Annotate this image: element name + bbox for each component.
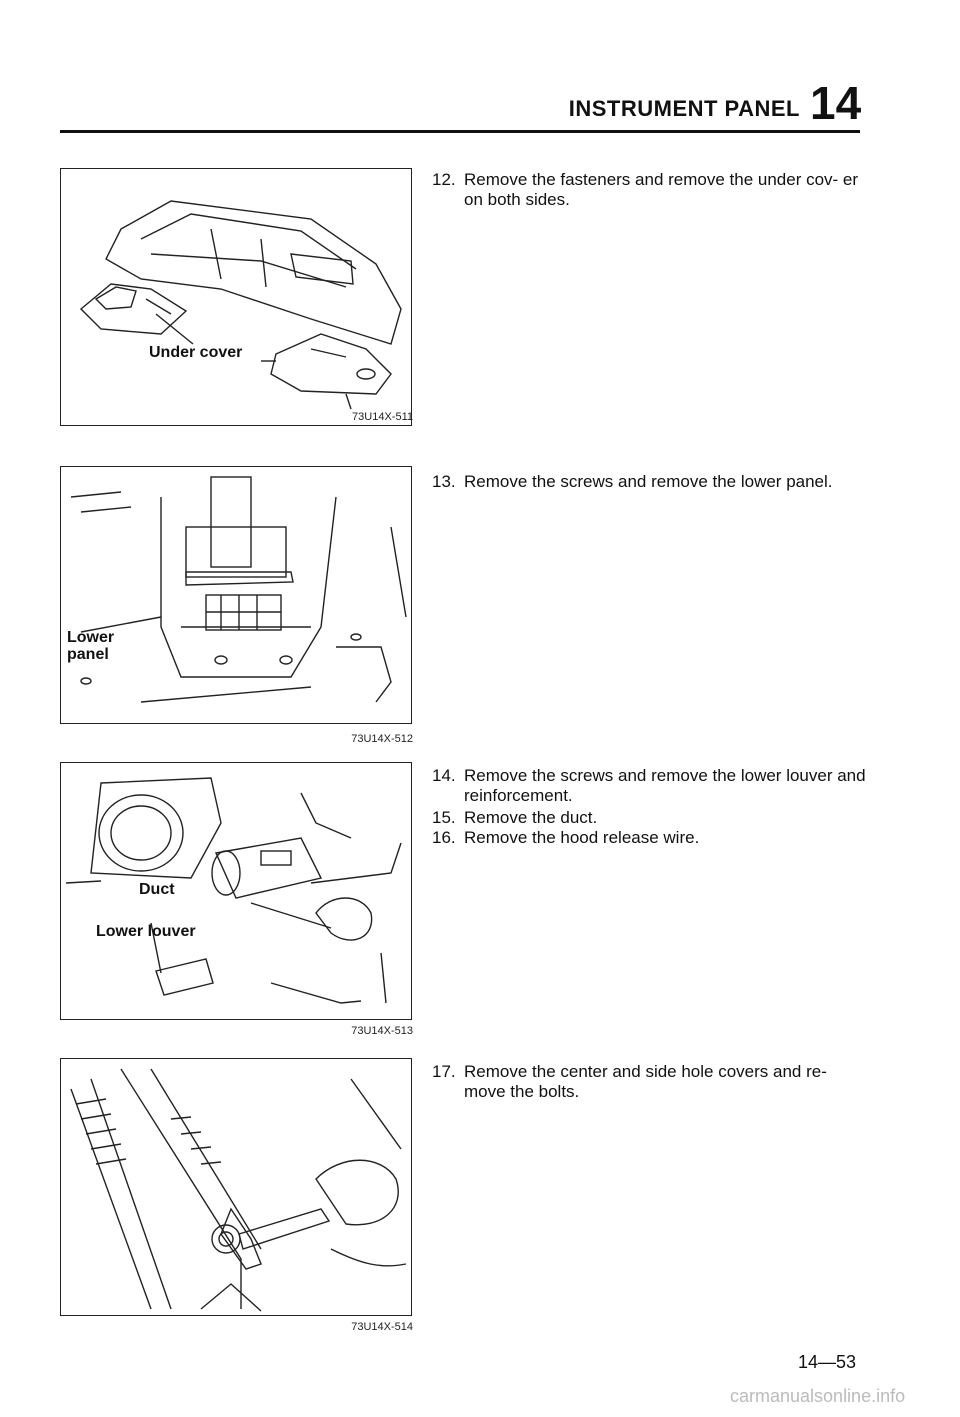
bolt-wrench-illustration [70, 1068, 407, 1312]
lower-panel-illustration [70, 476, 407, 703]
figure-bolts: 73U14X-514 [60, 1058, 413, 1333]
step-number: 12. [432, 170, 456, 189]
step-text: Remove the center and side hole covers a… [464, 1062, 827, 1101]
figure-code: 73U14X-513 [351, 1025, 413, 1037]
label-duct: Duct [139, 881, 175, 898]
figure-lower-panel: Lower panel 73U14X-512 [60, 466, 413, 745]
figure-code: 73U14X-514 [351, 1321, 413, 1333]
section-number: 14 [810, 77, 862, 129]
header-rule [60, 130, 860, 133]
step-14: 14. Remove the screws and remove the low… [432, 766, 872, 806]
step-number: 16. [432, 828, 456, 847]
step-number: 15. [432, 808, 456, 827]
label-under-cover: Under cover [149, 344, 243, 361]
page-header: INSTRUMENT PANEL 14 [0, 0, 960, 140]
step-16: 16. Remove the hood release wire. [432, 828, 872, 848]
step-15: 15. Remove the duct. [432, 808, 872, 828]
step-text: Remove the screws and remove the lower p… [464, 472, 833, 491]
under-cover-illustration [79, 200, 402, 410]
watermark: carmanualsonline.info [730, 1386, 906, 1406]
step-17: 17. Remove the center and side hole cove… [432, 1062, 872, 1102]
label-lower-louver: Lower louver [96, 923, 196, 940]
figure-under-cover: Under cover 73U14X-511 [60, 168, 413, 426]
page-number: 14—53 [798, 1352, 857, 1372]
step-text: Remove the duct. [464, 808, 598, 827]
duct-louver-illustration [65, 777, 402, 1004]
step-12: 12. Remove the fasteners and remove the … [432, 170, 872, 210]
figure-code: 73U14X-511 [352, 411, 413, 423]
step-text: Remove the fasteners and remove the unde… [464, 170, 859, 209]
section-title: INSTRUMENT PANEL [568, 96, 800, 121]
step-text: Remove the screws and remove the lower l… [464, 766, 866, 805]
step-number: 17. [432, 1062, 456, 1081]
step-13: 13. Remove the screws and remove the low… [432, 472, 872, 492]
step-text: Remove the hood release wire. [464, 828, 700, 847]
step-number: 14. [432, 766, 456, 785]
label-lower-panel: Lower panel [67, 629, 115, 663]
figure-duct-louver: Duct Lower louver 73U14X-513 [60, 762, 413, 1037]
figure-code: 73U14X-512 [351, 733, 413, 745]
step-number: 13. [432, 472, 456, 491]
